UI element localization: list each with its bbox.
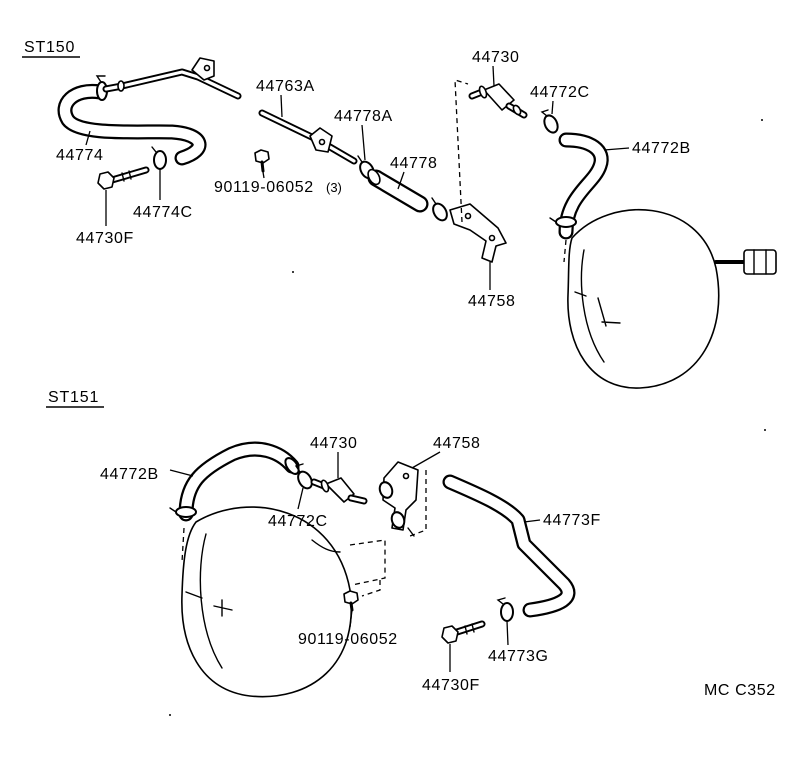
- st151-hose-clamp: [496, 597, 514, 622]
- hose-bore: [59, 86, 205, 164]
- st150-pipe-bracket-lower: [309, 127, 333, 153]
- pipe-bore: [104, 70, 240, 98]
- st150-booster-hose-clamp: [549, 216, 577, 228]
- st150-check-valve: [468, 83, 528, 119]
- st150-bracket-label: 44758: [468, 293, 516, 310]
- st151-section: ST151: [46, 389, 601, 698]
- hose-wall: [442, 474, 576, 618]
- st150-valve-hose-clamp: [540, 109, 559, 134]
- scan-specks: [169, 119, 766, 716]
- hose-bore: [444, 476, 574, 616]
- st151-bolt-label: 90119-06052: [298, 631, 398, 648]
- st150-vacuum-pipe: [102, 68, 358, 165]
- st150-booster-connector: [743, 249, 777, 275]
- st151-union-label: 44730F: [422, 677, 480, 694]
- st150-short-hose-clamp: [431, 197, 448, 222]
- st150-short-hose: [367, 168, 429, 213]
- st151-union-fitting: [441, 620, 486, 644]
- st150-valve-bracket: [449, 79, 507, 263]
- st151-hose-end-clamp: [284, 457, 300, 475]
- st150-valve-hose-clamp-label: 44772C: [530, 84, 590, 101]
- st151-vacuum-hose-label: 44773F: [543, 512, 601, 529]
- st150-upper-hose-label: 44774: [56, 147, 104, 164]
- st150-upper-hose-clamp: [151, 146, 167, 170]
- st150-check-valve-label: 44730: [472, 49, 520, 66]
- st151-check-valve: [310, 477, 368, 505]
- st150-upper-vacuum-hose: [57, 83, 207, 166]
- st151-bracket-label: 44758: [433, 435, 481, 452]
- st150-brake-booster: [563, 209, 777, 389]
- st150-pipe-clamp-label: 44778A: [334, 108, 393, 125]
- st151-valve-hose-clamp-label: 44772C: [268, 513, 328, 530]
- hose-bore: [369, 171, 427, 211]
- st151-leader-lines: [169, 451, 541, 672]
- st150-vacuum-pipe-label: 44763A: [256, 78, 315, 95]
- st151-bracket-position-line: [409, 470, 427, 537]
- st151-valve-hose-clamp: [294, 463, 313, 490]
- st151-booster-hose-clamp: [169, 506, 197, 518]
- st150-union-label: 44730F: [76, 230, 134, 247]
- hose-opening: [367, 168, 381, 186]
- st150-booster-hose-label: 44772B: [632, 140, 691, 157]
- st151-mounting-bolt: [343, 590, 359, 612]
- st150-short-hose-label: 44778: [390, 155, 438, 172]
- st150-section: ST150: [22, 39, 777, 389]
- st151-valve-bracket: [378, 461, 427, 537]
- st150-bolt-label: 90119-06052: [214, 179, 314, 196]
- st150-booster-hose: [558, 132, 609, 240]
- st151-booster-hose-label: 44772B: [100, 466, 159, 483]
- hose-bore: [560, 134, 607, 238]
- st151-check-valve-label: 44730: [310, 435, 358, 452]
- st150-bracket-position-line: [454, 79, 469, 223]
- st150-bolt-quantity: (3): [326, 180, 342, 195]
- hose-bore: [180, 443, 298, 520]
- st150-section-title: ST150: [24, 39, 75, 56]
- st151-hose-clamp-label: 44773G: [488, 648, 549, 665]
- st151-booster-hose: [178, 441, 300, 522]
- st150-leader-lines: [85, 65, 630, 290]
- st150-upper-hose-clamp-label: 44774C: [133, 204, 193, 221]
- st150-pipe-bracket-upper: [191, 57, 215, 81]
- st150-mounting-bolt: [254, 149, 270, 173]
- st150-union-fitting: [97, 166, 150, 190]
- pipe-joint: [117, 80, 125, 92]
- st151-booster-mount-outline: [349, 539, 386, 586]
- st151-section-title: ST151: [48, 389, 99, 406]
- st151-brake-booster: [181, 506, 386, 698]
- st151-vacuum-hose: [442, 474, 576, 618]
- catalog-code: MC C352: [704, 682, 776, 699]
